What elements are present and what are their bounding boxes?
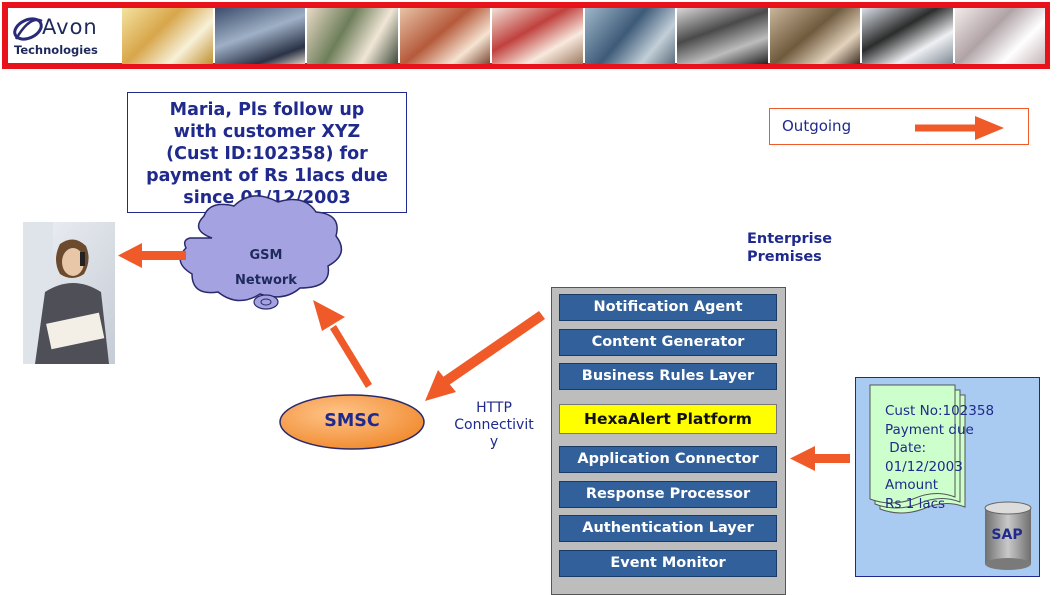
sms-message-note: Maria, Pls follow up with customer XYZ (… — [127, 92, 407, 213]
smsc-label: SMSC — [324, 411, 380, 431]
gsm-to-user-arrow-icon — [118, 243, 186, 268]
legend-label: Outgoing — [782, 117, 852, 135]
platform-to-smsc-arrow-icon — [425, 311, 545, 401]
smsc-node — [279, 394, 425, 450]
http-connectivity-label: HTTP Connectivit y — [454, 400, 534, 450]
sap-database-label: SAP — [991, 527, 1023, 543]
gsm-label-line1: GSM — [249, 248, 283, 263]
layer-notification-agent: Notification Agent — [559, 294, 777, 321]
photo-man-presenting — [584, 8, 675, 64]
photo-people-chatting — [769, 8, 860, 64]
layer-response-processor: Response Processor — [559, 481, 777, 508]
layer-authentication: Authentication Layer — [559, 515, 777, 542]
layer-content-generator: Content Generator — [559, 329, 777, 356]
layer-hexaalert-platform: HexaAlert Platform — [559, 404, 777, 434]
layer-business-rules: Business Rules Layer — [559, 363, 777, 390]
logo-wordmark: Avon — [42, 15, 98, 39]
photo-business-meeting — [214, 8, 305, 64]
photo-woman-phone — [399, 8, 490, 64]
enterprise-premises-title: Enterprise Premises — [747, 231, 833, 265]
outgoing-arrow-icon — [915, 116, 1004, 140]
document-stack-icon — [869, 384, 966, 514]
woman-on-phone-photo — [23, 222, 115, 364]
gsm-label: GSM Network — [226, 243, 306, 293]
photo-woman-laptop — [492, 8, 583, 64]
photo-car-dashboard-phone — [677, 8, 768, 64]
legend-box: Outgoing — [769, 108, 1029, 145]
photo-strip — [122, 8, 1045, 64]
logo-subword: Technologies — [14, 43, 98, 57]
customer-record-text: Cust No:102358 Payment due Date: 01/12/2… — [885, 403, 995, 512]
smsc-to-gsm-arrow-icon — [313, 300, 372, 388]
gsm-label-line2: Network — [235, 273, 297, 288]
photo-woman-in-car — [862, 8, 953, 64]
swoosh-icon — [13, 17, 43, 41]
photo-two-women — [307, 8, 398, 64]
photo-hand-with-phone — [954, 8, 1045, 64]
gsm-network-cloud — [179, 195, 343, 310]
flow-arrows — [118, 243, 850, 471]
sap-to-platform-arrow-icon — [790, 446, 850, 471]
avon-logo: Avon Technologies — [8, 9, 120, 61]
layer-application-connector: Application Connector — [559, 446, 777, 473]
sap-database-icon — [984, 501, 1032, 570]
layer-event-monitor: Event Monitor — [559, 550, 777, 577]
photo-coffee-cup — [122, 8, 213, 64]
